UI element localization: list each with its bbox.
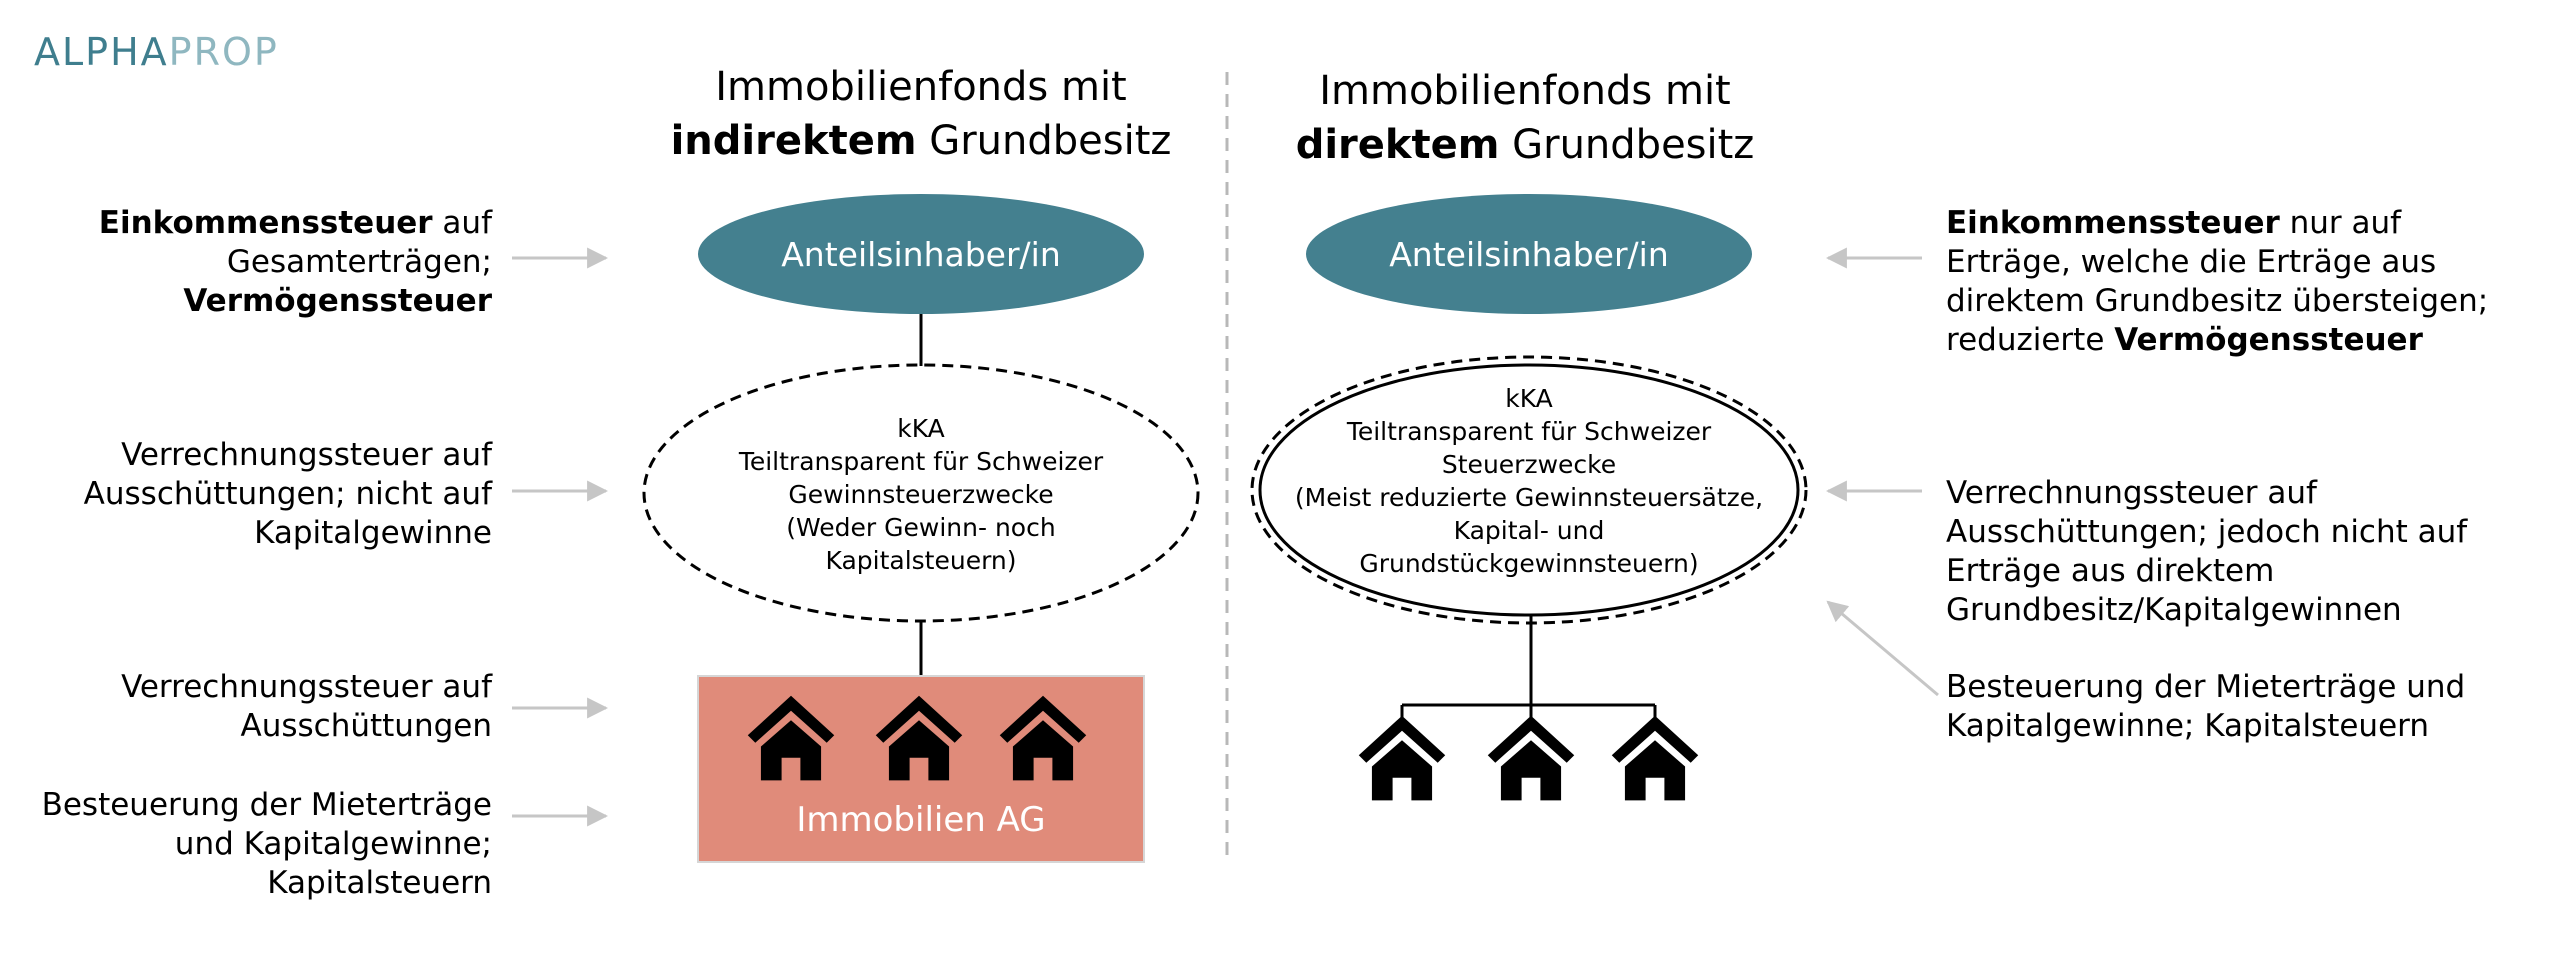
house-icon (1611, 715, 1699, 801)
house-icon (1487, 715, 1575, 801)
right-kka-outer-ellipse (1250, 355, 1808, 625)
right-note-withholding-tax: Verrechnungssteuer auf Ausschüttungen; j… (1946, 475, 2468, 628)
left-note-withholding-tax: Verrechnungssteuer auf Ausschüttungen; n… (83, 437, 492, 551)
right-note-income-tax: Einkommenssteuer nur auf Erträge, welche… (1946, 205, 2489, 358)
right-shareholder-ellipse (1306, 194, 1752, 314)
right-kka-inner-ellipse (1258, 363, 1800, 617)
left-note-income-tax: Einkommenssteuer auf Gesamterträgen; Ver… (98, 205, 492, 319)
left-note-rental-taxation: Besteuerung der Mieterträge und Kapitalg… (41, 787, 492, 901)
immobilien-ag-label: Immobilien AG (796, 800, 1046, 840)
left-title: Immobilienfonds mit indirektem Grundbesi… (670, 64, 1172, 164)
right-note-rental-taxation: Besteuerung der Mieterträge und Kapitalg… (1946, 669, 2466, 744)
left-shareholder-label: Anteilsinhaber/in (781, 234, 1061, 274)
right-title: Immobilienfonds mit direktem Grundbesitz (1295, 68, 1755, 168)
alphaprop-logo: ALPHAPROP (34, 30, 279, 74)
right-arrow-3 (1826, 600, 1939, 697)
house-icon (1358, 715, 1446, 801)
left-note-distributions: Verrechnungssteuer auf Ausschüttungen (121, 669, 492, 744)
right-shareholder-label: Anteilsinhaber/in (1389, 234, 1669, 274)
left-shareholder-ellipse (698, 194, 1144, 314)
left-kka-text: kKA Teiltransparent für Schweizer Gewinn… (738, 414, 1104, 575)
right-kka-text: kKA Teiltransparent für Schweizer Steuer… (1294, 384, 1764, 578)
